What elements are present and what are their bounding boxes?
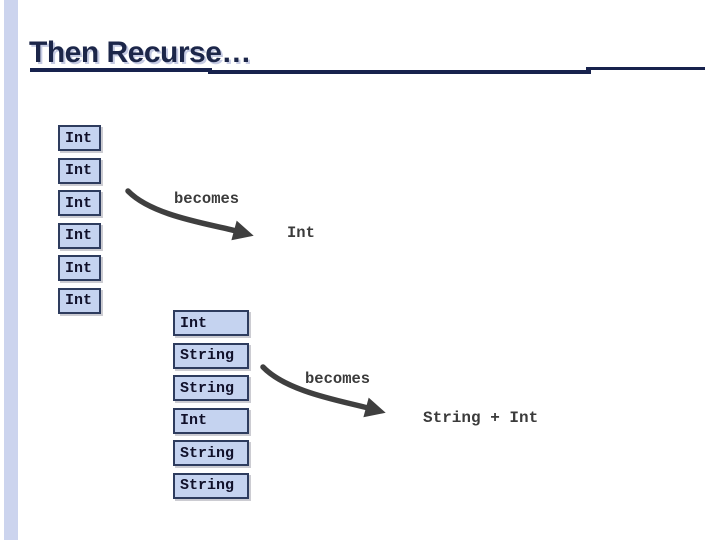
type-box: Int: [58, 255, 101, 282]
becomes-label-1: becomes: [174, 190, 240, 208]
type-box: Int: [58, 157, 101, 184]
type-box: Int: [58, 125, 101, 151]
type-box-label: Int: [180, 314, 208, 332]
type-box-label: Int: [65, 259, 93, 277]
title-underline-segment: [208, 70, 591, 74]
title-underline-segment: [586, 66, 705, 71]
type-box-label: Int: [65, 194, 93, 212]
type-box-label: String: [180, 444, 235, 462]
becomes-label-2: becomes: [305, 370, 371, 388]
transform-result-2: String + Int: [423, 409, 539, 427]
type-box-label: String: [180, 347, 235, 365]
type-box-label: Int: [180, 412, 208, 430]
type-box: String: [173, 342, 249, 369]
type-box-label: Int: [65, 129, 93, 147]
transform-result-1: Int: [287, 224, 315, 242]
left-accent-bar: [4, 0, 18, 540]
type-box-label: Int: [65, 292, 93, 310]
mixed-type-stack: Int String String Int String String: [173, 310, 249, 499]
type-box: String: [173, 375, 249, 402]
type-box: String: [173, 440, 249, 467]
type-box-label: Int: [65, 227, 93, 245]
int-stack: Int Int Int Int Int Int: [58, 125, 101, 314]
type-box-label: String: [180, 477, 235, 495]
type-box: Int: [173, 310, 249, 336]
type-box: Int: [58, 287, 101, 314]
type-box-label: Int: [65, 162, 93, 180]
type-box: Int: [58, 222, 101, 249]
type-box-label: String: [180, 379, 235, 397]
title-underline-segment: [30, 68, 212, 72]
type-box: String: [173, 472, 249, 499]
type-box: Int: [58, 190, 101, 217]
slide-title: Then Recurse…: [29, 36, 251, 69]
type-box: Int: [173, 407, 249, 434]
